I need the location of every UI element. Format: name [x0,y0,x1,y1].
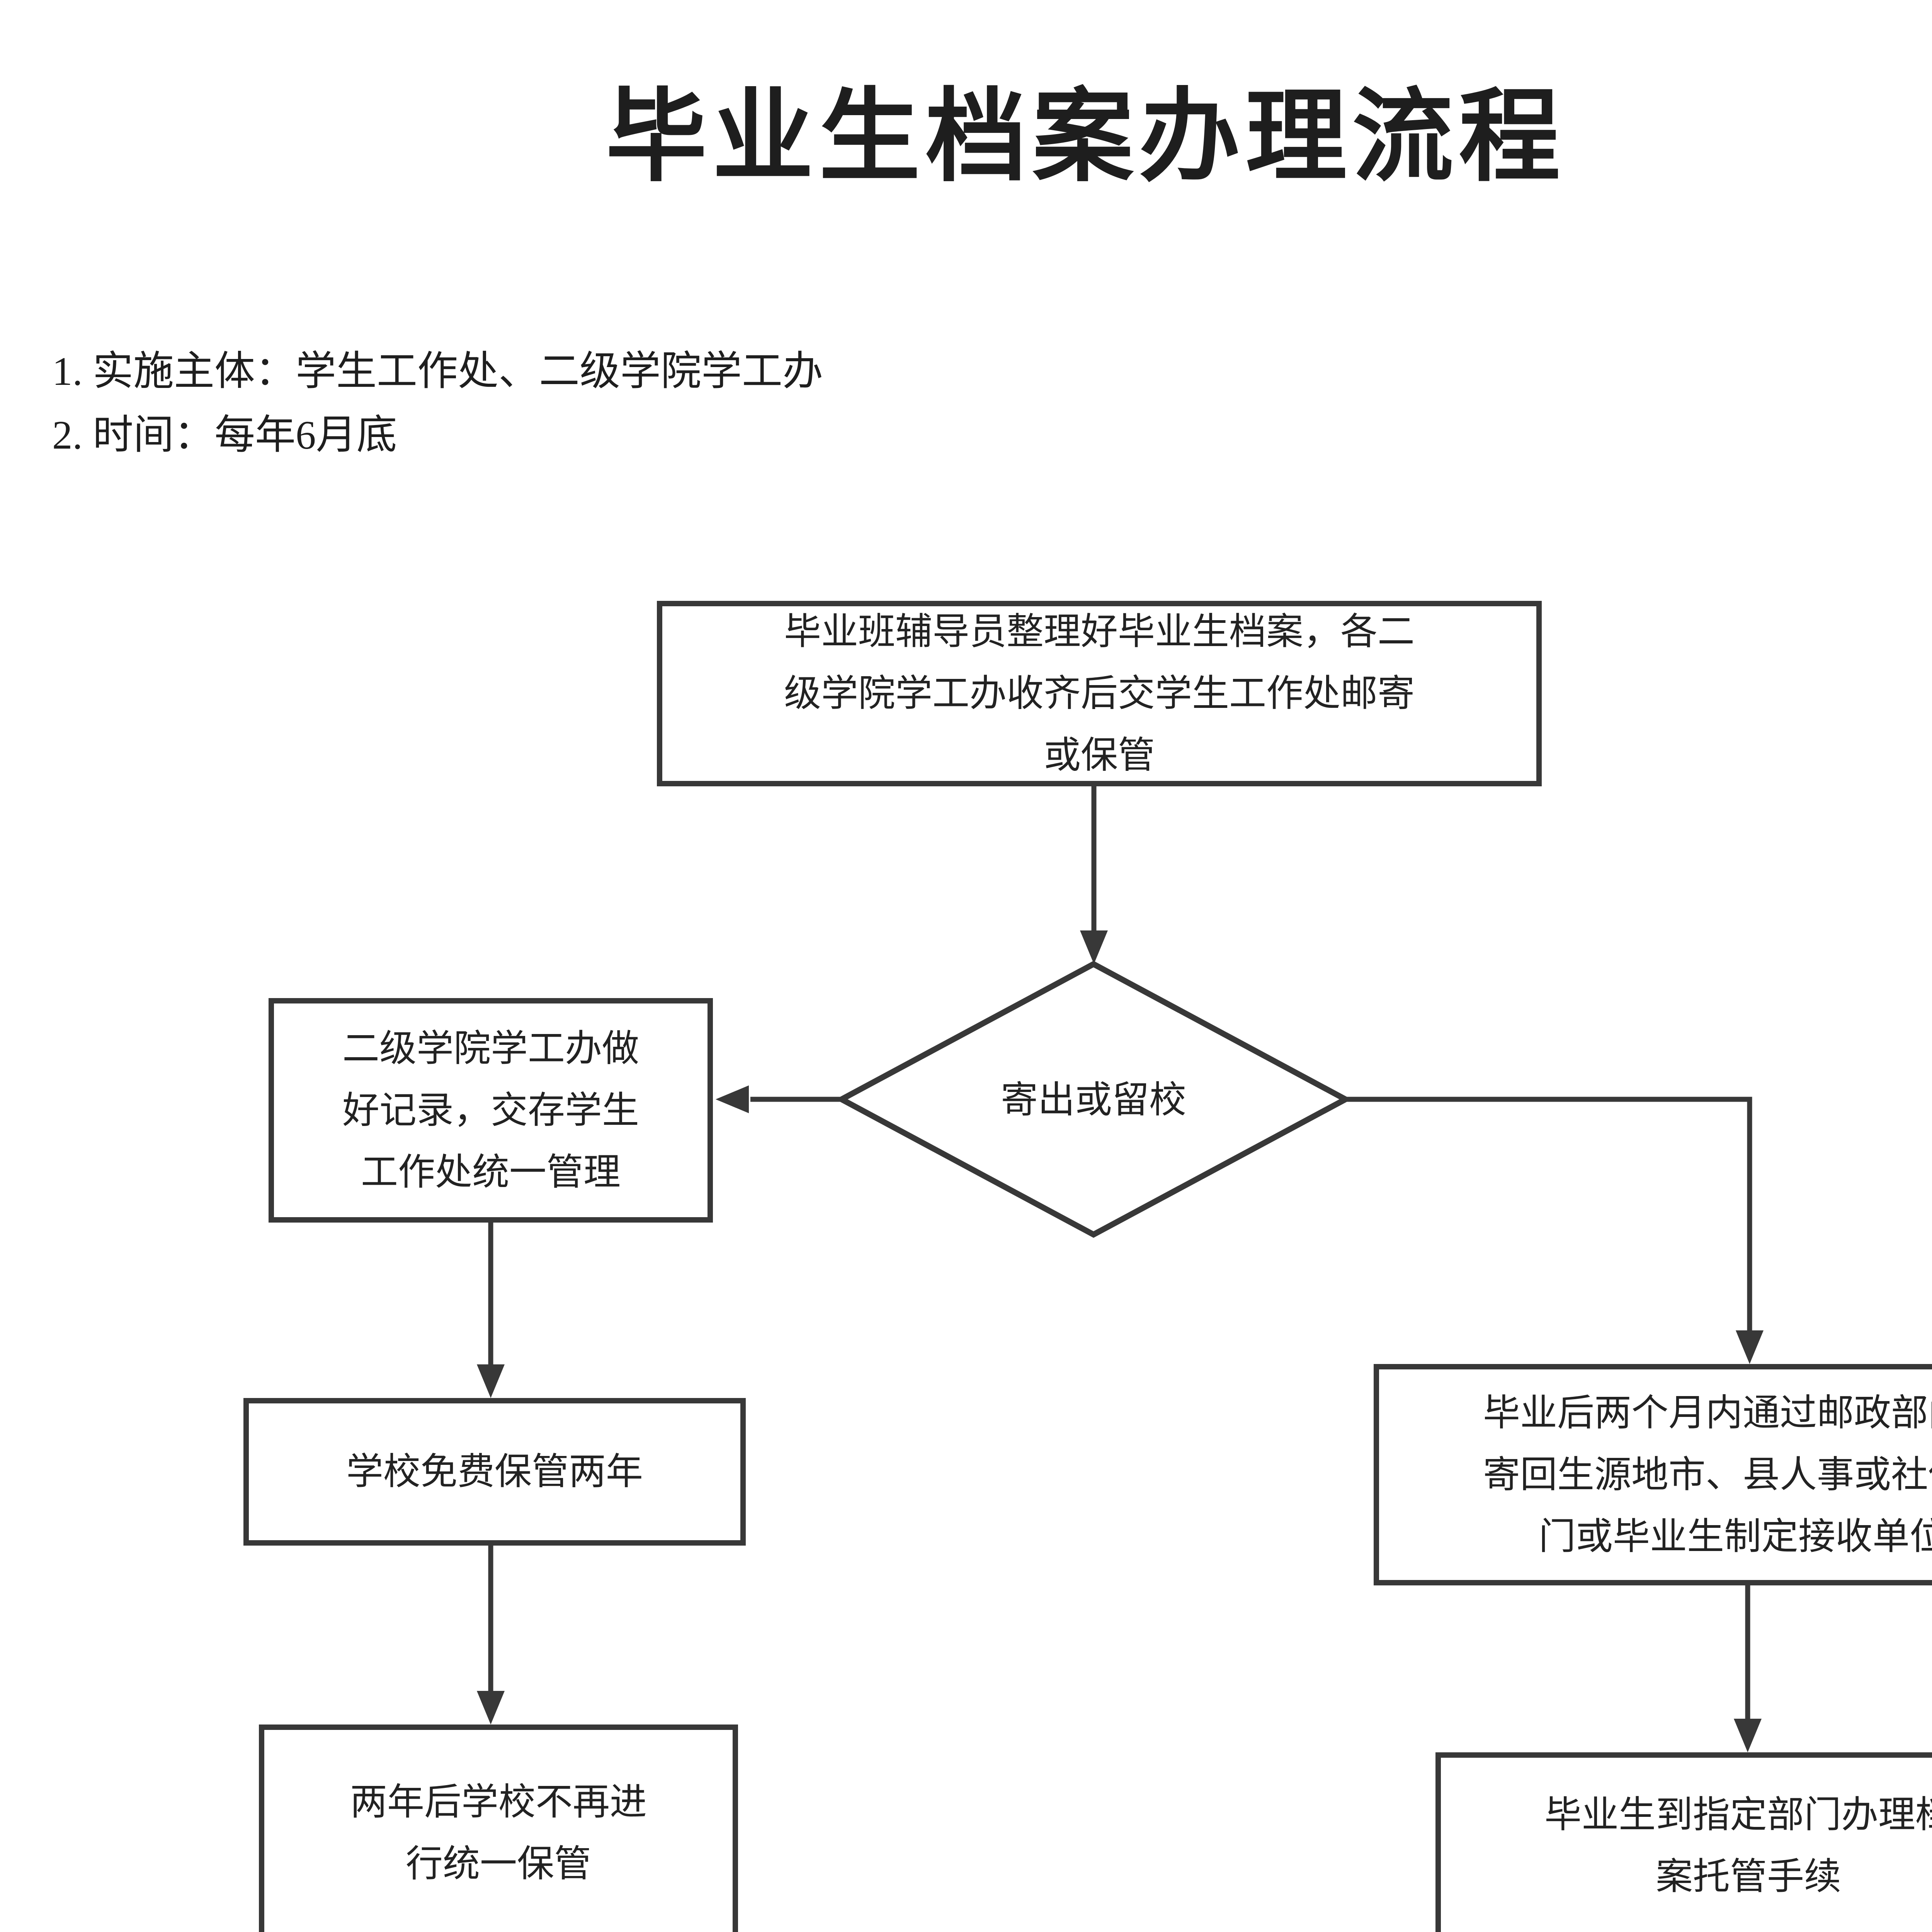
node-start-text: 级学院学工办收齐后交学生工作处邮寄 [784,673,1415,714]
node-transfer-text: 案托管手续 [1656,1856,1841,1897]
node-transfer-text: 毕业生到指定部门办理档 [1544,1794,1932,1835]
notes-block: 1. 实施主体：学生工作处、二级学院学工办 2. 时间：每年6月底 [52,339,823,467]
node-record-text: 二级学院学工办做 [342,1027,639,1069]
node-mail-text: 寄回生源地市、县人事或社保部 [1483,1454,1932,1495]
node-mail: 毕业后两个月内通过邮政部门邮 寄回生源地市、县人事或社保部 门或毕业生制定接收单… [1374,1364,1932,1585]
arrowhead-storage-to-nostorage [477,1691,505,1725]
arrowhead-decision-to-mail [1736,1330,1764,1364]
node-record-text: 工作处统一管理 [361,1151,621,1193]
arrowhead-record-to-storage [477,1364,505,1398]
arrowhead-start-to-decision [1080,930,1108,964]
node-record: 二级学院学工办做 好记录，交存学生 工作处统一管理 [269,998,713,1223]
node-start: 毕业班辅导员整理好毕业生档案，各二 级学院学工办收齐后交学生工作处邮寄 或保管 [657,601,1542,786]
node-mail-text: 毕业后两个月内通过邮政部门邮 [1483,1392,1932,1434]
node-decision-label: 寄出或留校 [1001,1079,1186,1121]
node-record-text: 好记录，交存学生 [342,1089,639,1131]
note-implementing-body: 1. 实施主体：学生工作处、二级学院学工办 [52,349,823,394]
arrowhead-mail-to-transfer [1734,1719,1762,1752]
node-storage-text: 学校免费保管两年 [346,1451,643,1492]
decision-diamond-shape [835,961,1352,1238]
node-no-storage-text: 两年后学校不再进 [350,1781,647,1823]
node-no-storage: 两年后学校不再进 行统一保管 [259,1725,738,1932]
node-storage: 学校免费保管两年 [243,1398,746,1546]
node-start-text: 毕业班辅导员整理好毕业生档案，各二 [784,611,1415,652]
note-time: 2. 时间：每年6月底 [52,412,397,457]
page-title: 毕业生档案办理流程 [605,82,1566,194]
node-no-storage-text: 行统一保管 [406,1843,591,1884]
node-transfer: 毕业生到指定部门办理档 案托管手续 [1435,1752,1932,1932]
node-start-text: 或保管 [1044,735,1155,776]
node-mail-text: 门或毕业生制定接收单位 [1539,1515,1932,1557]
arrowhead-decision-to-record [716,1085,749,1113]
arrow-decision-to-mail-line [1345,1097,1752,1332]
